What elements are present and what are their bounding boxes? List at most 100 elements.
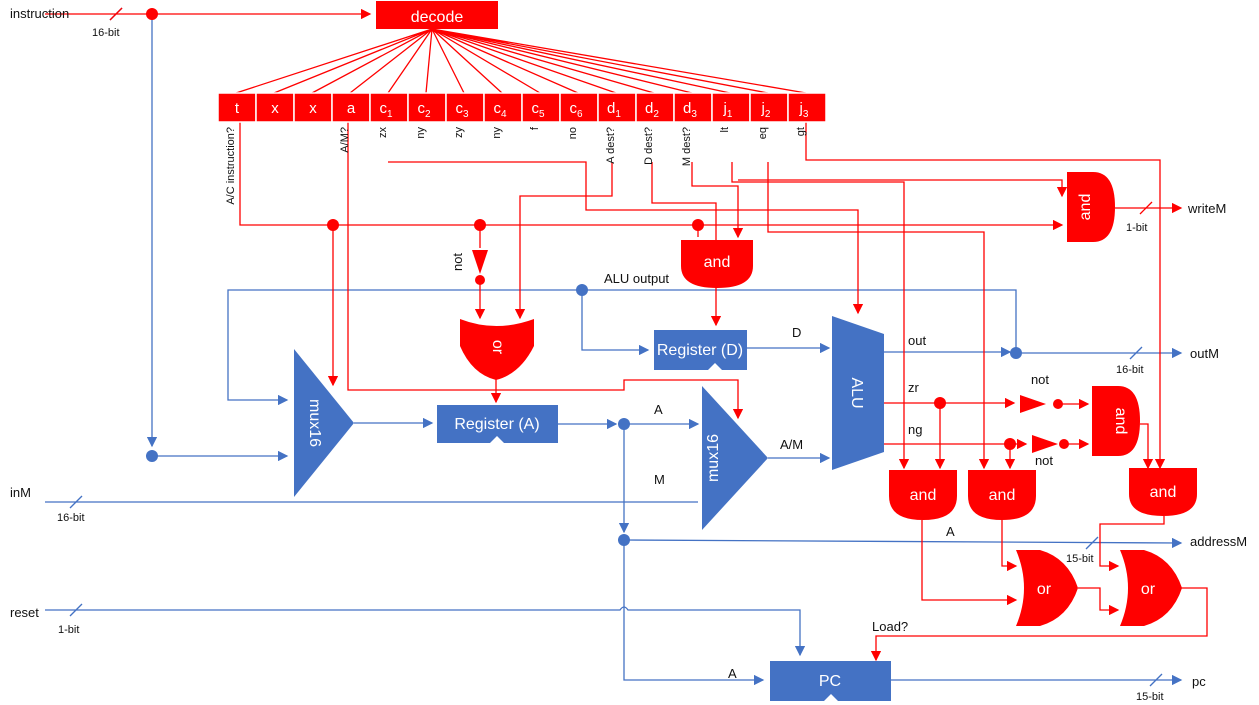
- alu: ALU: [832, 316, 884, 470]
- instruction-bit-label: j3: [799, 100, 809, 120]
- pc-width: 15-bit: [1136, 691, 1164, 703]
- instruction-bit-cell: x: [293, 92, 333, 123]
- outM-width: 16-bit: [1116, 364, 1144, 376]
- alu-label: ALU: [848, 377, 865, 408]
- and-gate-zr-ng-label: and: [1112, 408, 1129, 435]
- instruction-label: instruction: [10, 6, 69, 21]
- not-gate-1-label: not: [450, 253, 465, 271]
- not-gate-ng-label: not: [1035, 453, 1053, 468]
- and-gate-gt: and: [1129, 468, 1197, 516]
- and-gate-lt: and: [889, 470, 957, 520]
- and-gate-lt-label: and: [910, 487, 937, 504]
- control-wires: [45, 7, 1208, 662]
- register-a-label: Register (A): [454, 416, 539, 433]
- pc-label: PC: [819, 673, 841, 690]
- instruction-bit-cell: c5: [521, 92, 561, 123]
- instruction-bit-cell: j1: [711, 92, 751, 123]
- wire-a-addr-label: A: [946, 524, 955, 539]
- decoded-signal-label: f: [529, 126, 541, 130]
- instruction-bit-label: x: [271, 100, 279, 117]
- or-gate-a-label: or: [489, 340, 506, 355]
- writeM-label: writeM: [1187, 201, 1226, 216]
- wire-zr-label: zr: [908, 380, 920, 395]
- and-gate-eq: and: [968, 470, 1036, 520]
- wire-a-label: A: [654, 402, 663, 417]
- and-gate-writem-label: and: [1077, 194, 1094, 221]
- decoded-signal-labels: A/C instruction? A/M? zx ny zy ny f no A dest? D …: [225, 126, 807, 205]
- wire-m-label: M: [654, 472, 665, 487]
- and-gate-writem: and: [1067, 172, 1115, 242]
- instruction-bit-label: j2: [761, 100, 771, 120]
- register-d: Register (D): [654, 330, 747, 370]
- not-gate-zr-label: not: [1031, 372, 1049, 387]
- instruction-bit-cell: d2: [635, 92, 675, 123]
- inM-label: inM: [10, 485, 31, 500]
- register-d-label: Register (D): [657, 342, 743, 359]
- register-a: Register (A): [437, 405, 558, 443]
- and-gate-zr-ng: and: [1092, 386, 1140, 456]
- instruction-bit-label: a: [347, 100, 356, 117]
- decoded-signal-label: A dest?: [605, 127, 617, 164]
- instruction-bit-cell: d1: [597, 92, 637, 123]
- load-label: Load?: [872, 619, 908, 634]
- pc-block: PC: [770, 661, 891, 701]
- decoded-signal-label: zx: [377, 127, 389, 139]
- datapath-wires: [45, 7, 1183, 687]
- and-gate-gt-label: and: [1150, 484, 1177, 501]
- instruction-bit-label: x: [309, 100, 317, 117]
- instruction-bit-cell: t: [217, 92, 257, 123]
- instruction-width: 16-bit: [92, 27, 120, 39]
- instruction-bit-cell: j3: [787, 92, 827, 123]
- or-gate-2: or: [1120, 550, 1182, 626]
- or-gate-a: or: [460, 319, 534, 380]
- wire-labels: ALU output D A M A/M out zr ng A A Load?: [604, 271, 955, 681]
- and-gate-d-label: and: [704, 254, 731, 271]
- decoded-signal-label: D dest?: [643, 127, 655, 165]
- mux-a-label: mux16: [306, 399, 323, 447]
- pc-output-label: pc: [1192, 674, 1206, 689]
- instruction-bit-cell: d3: [673, 92, 713, 123]
- decoded-signal-label: A/C instruction?: [225, 127, 237, 205]
- instruction-bit-cell: c2: [407, 92, 447, 123]
- instruction-bit-cell: x: [255, 92, 295, 123]
- wire-a-pc-label: A: [728, 666, 737, 681]
- reset-width: 1-bit: [58, 624, 79, 636]
- wire-ng-label: ng: [908, 422, 922, 437]
- and-gate-eq-label: and: [989, 487, 1016, 504]
- not-gate-ng: not: [1032, 435, 1058, 468]
- decoded-signal-label: A/M?: [339, 127, 351, 153]
- instruction-bit-cell: a: [331, 92, 371, 123]
- junctions: [146, 8, 1069, 546]
- instruction-bit-cell: c4: [483, 92, 523, 123]
- decoded-signal-label: ny: [415, 127, 427, 139]
- or-gate-2-label: or: [1141, 581, 1156, 598]
- not-gate-1: not: [450, 250, 488, 274]
- alu-output-label: ALU output: [604, 271, 669, 286]
- io-labels: instruction 16-bit inM 16-bit reset 1-bi…: [10, 6, 1247, 703]
- decoded-signal-label: no: [567, 127, 579, 139]
- instruction-bit-cell: c6: [559, 92, 599, 123]
- decoded-signal-label: eq: [757, 127, 769, 139]
- mux-am-label: mux16: [705, 434, 722, 482]
- outM-label: outM: [1190, 346, 1219, 361]
- instruction-bit-cell: c3: [445, 92, 485, 123]
- and-gate-d: and: [681, 240, 753, 288]
- decoded-signal-label: gt: [795, 127, 807, 136]
- decoded-signal-label: lt: [719, 127, 731, 133]
- instruction-bit-cell: j2: [749, 92, 789, 123]
- or-gate-1: or: [1016, 550, 1078, 626]
- decoded-signal-label: M dest?: [681, 127, 693, 166]
- mux-a: mux16: [294, 349, 354, 497]
- addressM-label: addressM: [1190, 534, 1247, 549]
- wire-d-label: D: [792, 325, 801, 340]
- decoded-signal-label: ny: [491, 127, 503, 139]
- or-gate-1-label: or: [1037, 581, 1052, 598]
- wire-out-label: out: [908, 333, 926, 348]
- wire-am-label: A/M: [780, 437, 803, 452]
- addressM-width: 15-bit: [1066, 553, 1094, 565]
- not-gate-zr: not: [1020, 372, 1049, 413]
- decode-block: decode: [376, 1, 498, 29]
- writeM-width: 1-bit: [1126, 222, 1147, 234]
- decoded-signal-label: zy: [453, 127, 465, 139]
